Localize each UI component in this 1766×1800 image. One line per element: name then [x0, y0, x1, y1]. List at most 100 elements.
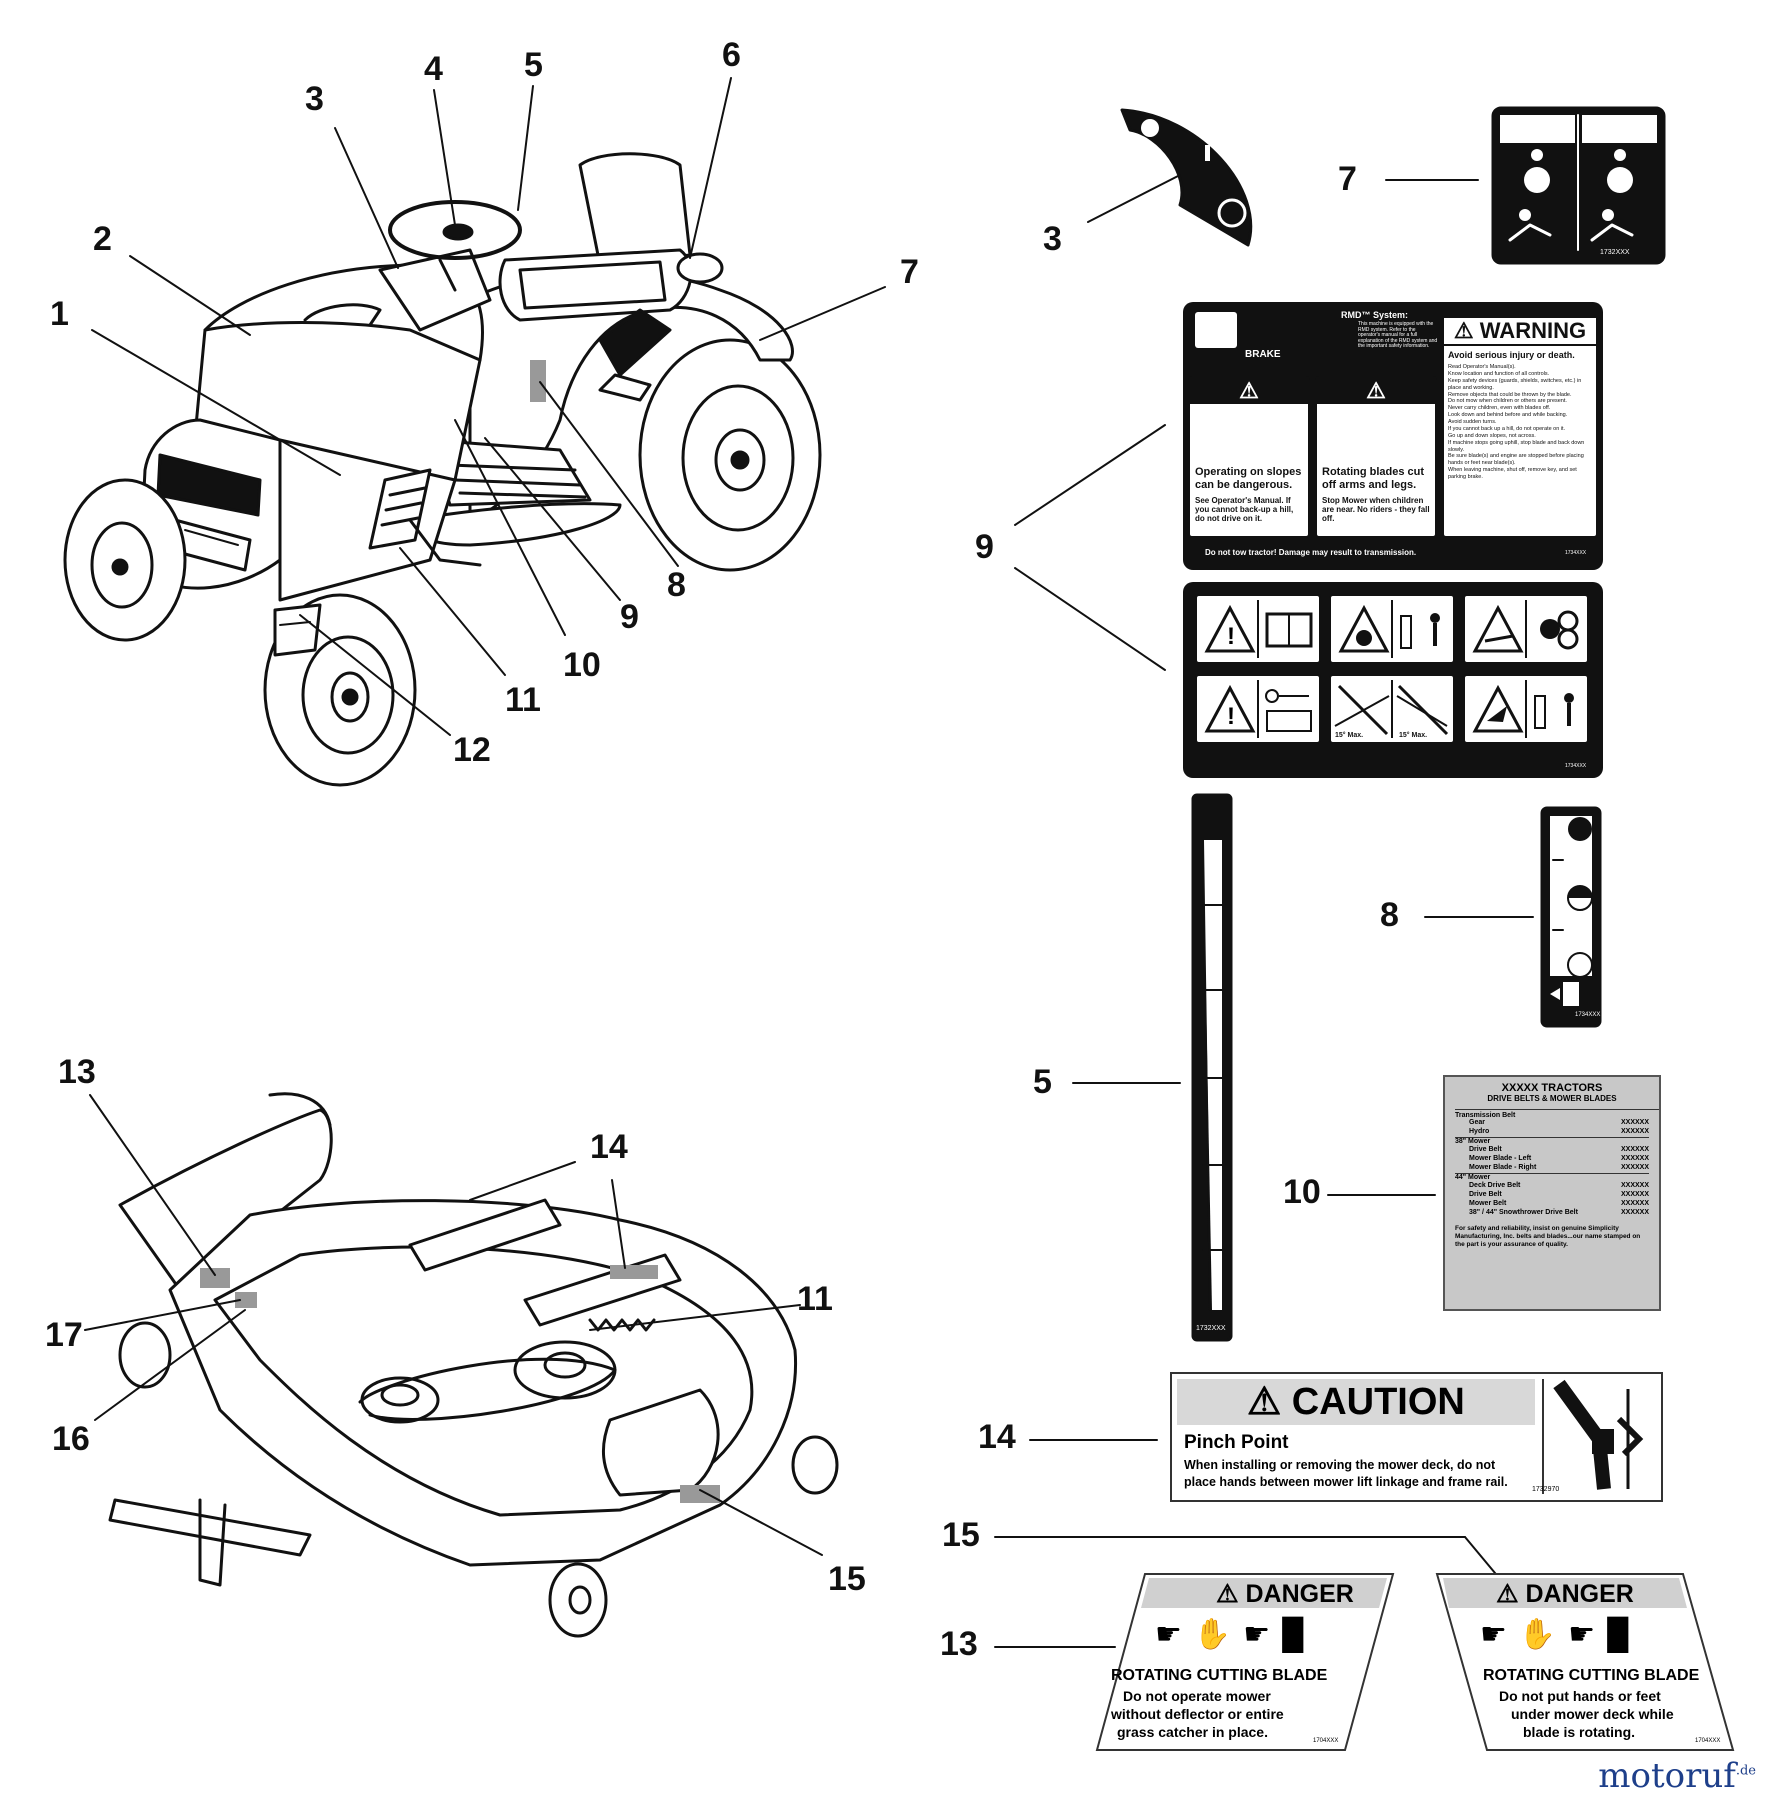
warning-item: Read Operator's Manual(s). — [1448, 364, 1516, 370]
warning-item: Do not mow when children or others are p… — [1448, 398, 1567, 405]
callout-label-15: 15 — [942, 1516, 980, 1554]
pictogram-remove-key: ! — [1195, 674, 1321, 744]
rmd-title: RMD™ System: — [1341, 310, 1409, 320]
callout-tractor-6: 6 — [722, 36, 741, 74]
slope-limit-b: 15° Max. — [1399, 732, 1428, 739]
decal-3-ignition — [1120, 108, 1253, 247]
callout-label-5: 5 — [1033, 1063, 1052, 1101]
slope-limit-a: 15° Max. — [1335, 732, 1364, 739]
mower-deck-illustration — [108, 1092, 839, 1638]
callout-tractor-12: 12 — [453, 731, 491, 769]
watermark-suffix: .de — [1735, 1763, 1756, 1779]
decal-10-row: 44" Mower — [1455, 1172, 1649, 1183]
tractor-illustration — [63, 152, 822, 787]
decal-9-top-code: 1734XXX — [1565, 550, 1587, 556]
decal-10-row-value: XXXXXX — [1620, 1199, 1649, 1207]
decal-15-line2: under mower deck while — [1511, 1706, 1674, 1722]
callout-deck-13: 13 — [58, 1053, 96, 1091]
pictogram-thrown-debris — [1463, 674, 1589, 744]
decal-10-row: Hydro XXXXXX — [1455, 1128, 1649, 1137]
rmd-text: This machine is equipped with the RMD sy… — [1358, 321, 1438, 349]
read-manual-icon: ! — [1204, 600, 1313, 658]
danger-slopes-header: ⚠ DANGER — [1190, 378, 1308, 429]
slope-limit-icon — [1334, 680, 1449, 738]
callout-label-7: 7 — [1338, 160, 1357, 198]
decal-13-line2: without deflector or entire — [1111, 1706, 1284, 1722]
callout-label-13: 13 — [940, 1625, 978, 1663]
decal-10-row-name: Drive Belt — [1469, 1191, 1502, 1198]
warning-item: Remove objects that could be thrown by t… — [1448, 391, 1572, 398]
callout-tractor-2: 2 — [93, 220, 112, 258]
caution-code: 1732970 — [1532, 1486, 1560, 1493]
decal-10-title1: XXXXX TRACTORS — [1501, 1082, 1603, 1094]
warning-item: If you cannot back up a hill, do not ope… — [1448, 425, 1566, 432]
decal-10-row: Drive Belt XXXXXX — [1455, 1146, 1649, 1155]
decal-10-row-name: Drive Belt — [1469, 1146, 1502, 1154]
svg-text:!: ! — [1227, 623, 1235, 650]
caution-header: ⚠ CAUTION — [1177, 1379, 1535, 1425]
callout-deck-11: 11 — [797, 1280, 833, 1318]
thrown-objects-icon — [1338, 600, 1440, 658]
decal-10-row-value: XXXXXX — [1620, 1127, 1649, 1135]
decal-15-title: ROTATING CUTTING BLADE — [1483, 1667, 1700, 1684]
decal-10-row-name: Hydro — [1469, 1127, 1490, 1135]
decal-8-code: 1734XXX — [1575, 1012, 1601, 1018]
callout-label-10: 10 — [1283, 1173, 1321, 1211]
callout-tractor-7: 7 — [900, 253, 919, 291]
warning-item: Go up and down slopes, not across. — [1448, 432, 1536, 439]
pictogram-read-manual: ! — [1195, 594, 1321, 664]
warning-item: Know location and function of all contro… — [1448, 370, 1550, 377]
callout-tractor-3: 3 — [305, 80, 324, 118]
danger-blades-header-text: DANGER — [1328, 404, 1424, 429]
callout-label-14: 14 — [978, 1418, 1016, 1456]
callout-tractor-10: 10 — [563, 646, 601, 684]
decal-13-pictos: ☛✋☛█ — [1155, 1618, 1316, 1651]
callout-label-3: 3 — [1043, 220, 1062, 258]
decal-13-line1: Do not operate mower — [1123, 1688, 1271, 1704]
decal-15-danger: ⚠ DANGER ☛✋☛█ ROTATING CUTTING BLADE Do … — [1435, 1572, 1735, 1752]
callout-label-8: 8 — [1380, 896, 1399, 934]
warning-item: If machine stops going uphill, stop blad… — [1448, 439, 1585, 453]
warning-subtitle: Avoid serious injury or death. — [1448, 350, 1575, 360]
decal-15-header: ⚠ DANGER — [1496, 1580, 1634, 1608]
deck-leaders — [84, 1094, 823, 1556]
warning-item: Be sure blade(s) and engine are stopped … — [1448, 453, 1584, 467]
danger-blades-title: Rotating blades cut off arms and legs. — [1322, 466, 1425, 491]
decal-10-row-name: Mower Blade - Left — [1469, 1155, 1532, 1162]
decal-13-line3: grass catcher in place. — [1117, 1724, 1268, 1740]
decal-13-header: ⚠ DANGER — [1216, 1580, 1354, 1608]
tow-warning-footer: Do not tow tractor! Damage may result to… — [1205, 548, 1417, 557]
decal-10-row-value: XXXXXX — [1620, 1119, 1649, 1126]
callout-deck-15: 15 — [828, 1560, 866, 1598]
decal-10-title2: DRIVE BELTS & MOWER BLADES — [1487, 1094, 1617, 1103]
warning-header: ⚠ WARNING — [1444, 318, 1596, 346]
danger-slopes-panel: ⚠ DANGER Operating on slopes can be dang… — [1188, 376, 1310, 538]
watermark-text: motoruf — [1598, 1756, 1736, 1796]
callout-deck-14: 14 — [590, 1128, 628, 1166]
warning-header-text: WARNING — [1479, 318, 1587, 343]
pictogram-blade-hand — [1463, 594, 1589, 664]
decal-10-row-value: XXXXXX — [1620, 1155, 1649, 1162]
pictogram-slope-limit: 15° Max. 15° Max. — [1329, 674, 1455, 744]
decal-10-row-name: Mower Belt — [1469, 1199, 1507, 1207]
decal-13-header-text: DANGER — [1245, 1580, 1354, 1608]
brake-label: BRAKE — [1245, 349, 1281, 360]
decal-10-row-name: Gear — [1469, 1119, 1485, 1126]
callout-tractor-8: 8 — [667, 566, 686, 604]
decal-15-line3: blade is rotating. — [1523, 1724, 1636, 1740]
thrown-debris-icon — [1472, 680, 1574, 738]
tractor-leaders — [91, 77, 886, 736]
danger-slopes-header-text: DANGER — [1201, 404, 1297, 429]
decal-5-strip — [1191, 793, 1233, 1342]
decal-10-row-name: 44" Mower — [1455, 1173, 1491, 1181]
decal-13-code: 1704XXX — [1313, 1738, 1339, 1744]
decal-10-row-value: XXXXXX — [1620, 1146, 1649, 1154]
decal-10-row-value: XXXXXX — [1620, 1163, 1649, 1171]
decal-15-line1: Do not put hands or feet — [1499, 1688, 1661, 1704]
warning-item: Never carry children, even with blades o… — [1448, 405, 1551, 412]
caution-text1: When installing or removing the mower de… — [1184, 1458, 1496, 1472]
remove-key-icon: ! — [1204, 680, 1312, 738]
pinch-hand-icon — [1553, 1379, 1644, 1490]
